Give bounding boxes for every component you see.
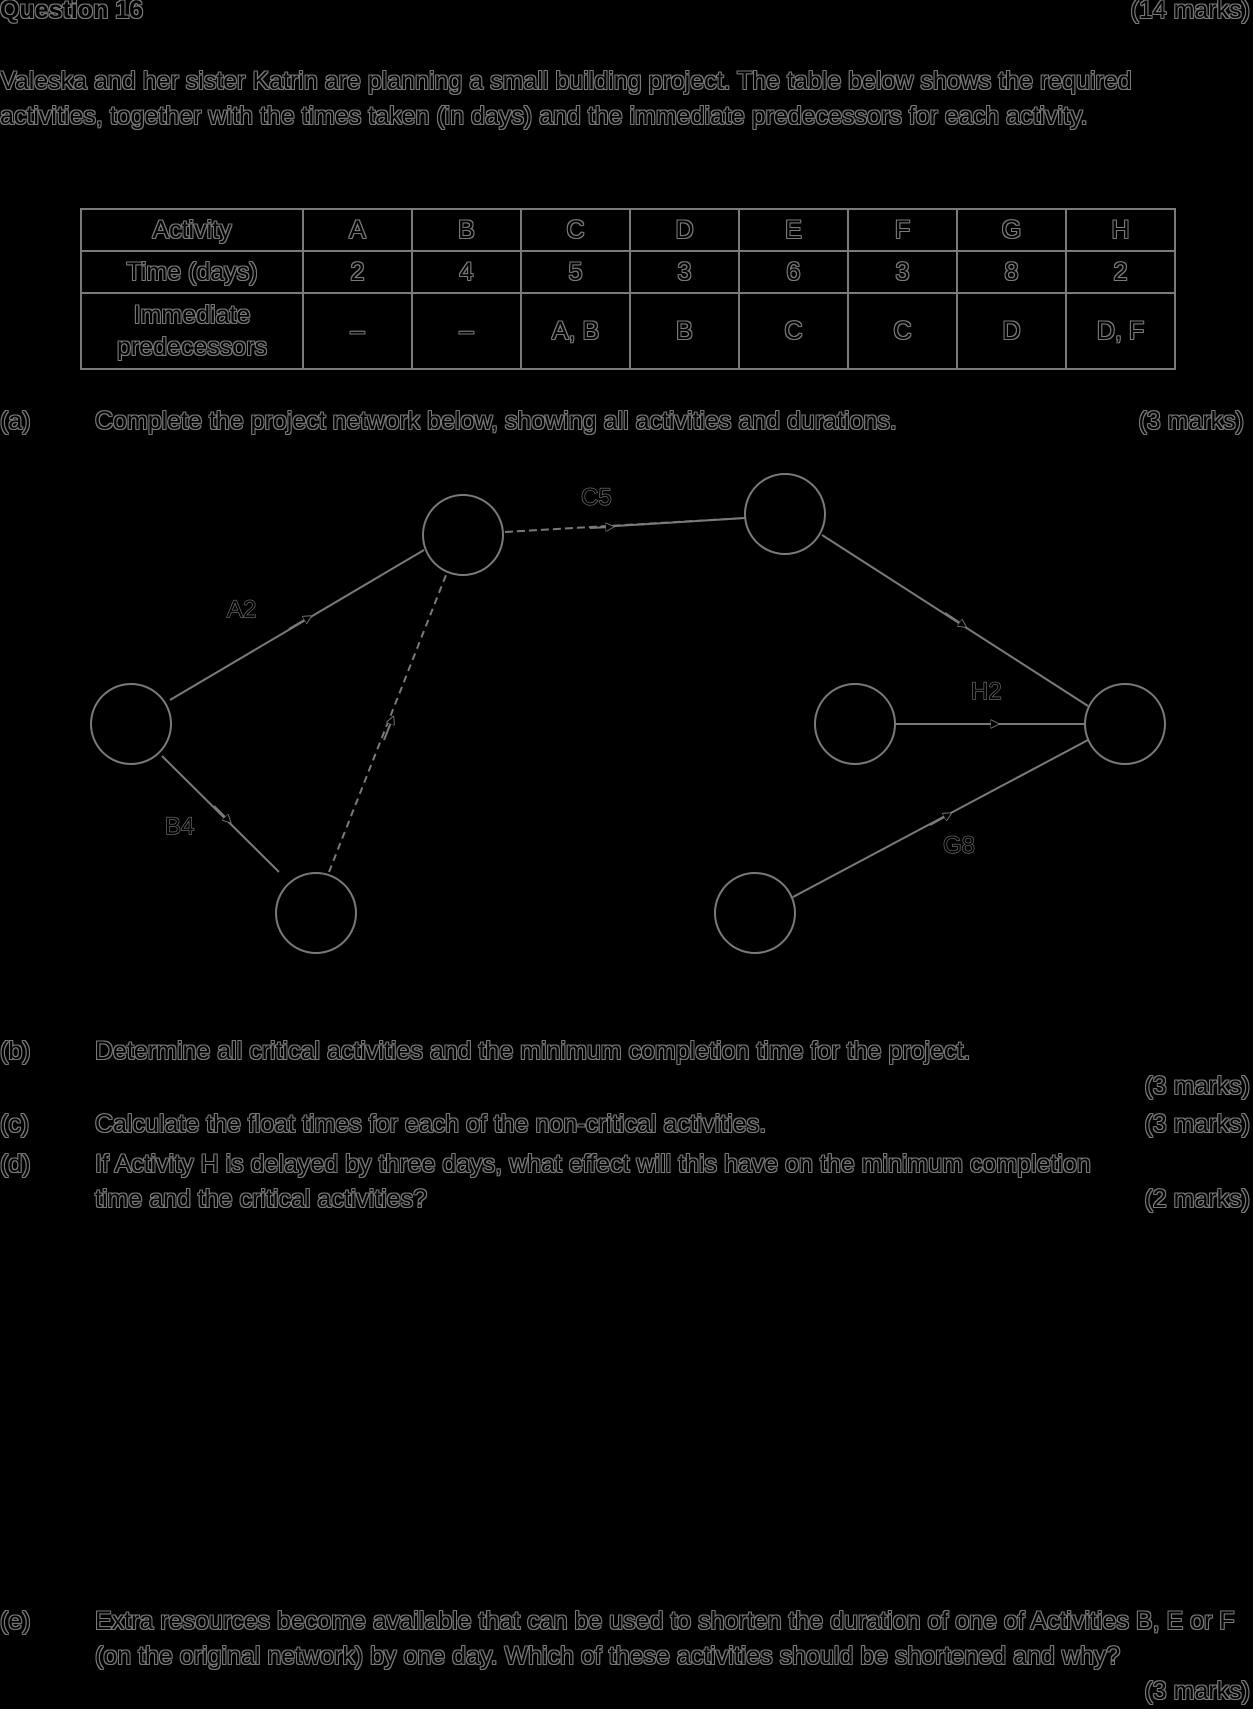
- part-a-text: Complete the project network below, show…: [95, 407, 897, 435]
- total-marks: (14 marks): [1130, 0, 1250, 24]
- part-e-label: (e): [0, 1607, 31, 1635]
- part-e-text: Extra resources become available that ca…: [95, 1607, 1235, 1670]
- part-b-label: (b): [0, 1037, 31, 1065]
- project-network-diagram: A2 B4 C5 H2 G8: [90, 473, 1166, 954]
- time-cell: 2: [302, 250, 413, 294]
- edge-label-b: B4: [165, 813, 194, 840]
- predecessor-cell: D: [956, 292, 1067, 370]
- part-d-text: If Activity H is delayed by three days, …: [95, 1150, 1091, 1213]
- row-header-predecessors: Immediate predecessors: [80, 292, 304, 370]
- part-c-marks: (3 marks): [1144, 1110, 1250, 1138]
- predecessor-cell: –: [411, 292, 522, 370]
- network-node-1: [90, 683, 172, 765]
- intro-paragraph: Valeska and her sister Katrin are planni…: [0, 67, 1132, 130]
- predecessor-cell: B: [629, 292, 740, 370]
- part-b-text: Determine all critical activities and th…: [95, 1037, 971, 1065]
- time-cell: 3: [629, 250, 740, 294]
- table-row-activity: Activity A B C D E F G H: [80, 208, 1176, 252]
- part-c-text: Calculate the float times for each of th…: [95, 1110, 767, 1138]
- edge-g-arrow: [929, 815, 948, 826]
- time-cell: 2: [1065, 250, 1176, 294]
- predecessor-cell: D, F: [1065, 292, 1176, 370]
- part-d-label: (d): [0, 1150, 31, 1178]
- row-header-time: Time (days): [80, 250, 304, 294]
- activity-cell: H: [1065, 208, 1176, 252]
- network-node-5: [814, 683, 896, 765]
- time-cell: 8: [956, 250, 1067, 294]
- time-cell: 4: [411, 250, 522, 294]
- network-node-4: [744, 473, 826, 555]
- edge-a-arrow: [288, 618, 308, 630]
- network-node-3: [275, 872, 357, 954]
- edge-label-c: C5: [581, 484, 612, 511]
- part-a-label: (a): [0, 407, 31, 435]
- activity-cell: G: [956, 208, 1067, 252]
- edge-c-arrow: [589, 527, 610, 528]
- time-cell: 5: [520, 250, 631, 294]
- edge-c-solid: [599, 517, 746, 528]
- predecessor-cell: C: [847, 292, 958, 370]
- edge-node4-node7-arrow: [944, 612, 963, 625]
- part-e-marks: (3 marks): [1144, 1677, 1250, 1705]
- table-row-time: Time (days) 2 4 5 3 6 3 8 2: [80, 250, 1176, 294]
- activity-cell: D: [629, 208, 740, 252]
- predecessor-cell: A, B: [520, 292, 631, 370]
- activity-cell: F: [847, 208, 958, 252]
- edge-b: [161, 755, 280, 873]
- network-node-7: [1084, 683, 1166, 765]
- time-cell: 6: [738, 250, 849, 294]
- activity-cell: A: [302, 208, 413, 252]
- edge-label-g: G8: [943, 832, 975, 859]
- edge-label-h: H2: [971, 678, 1002, 705]
- question-title: Question 16: [0, 0, 144, 24]
- network-node-6: [714, 872, 796, 954]
- part-b-marks: (3 marks): [1144, 1072, 1250, 1100]
- network-node-2: [422, 494, 504, 576]
- dummy-edge: [328, 574, 447, 873]
- predecessor-cell: –: [302, 292, 413, 370]
- dummy-edge-arrow: [383, 720, 392, 741]
- activity-table: Activity A B C D E F G H Time (days) 2 4…: [80, 208, 1176, 370]
- predecessor-cell: C: [738, 292, 849, 370]
- part-a-marks: (3 marks): [1138, 407, 1244, 435]
- table-row-predecessors: Immediate predecessors – – A, B B C C D …: [80, 292, 1176, 370]
- part-d-marks: (2 marks): [1144, 1185, 1250, 1213]
- edge-label-a: A2: [227, 596, 256, 623]
- edge-b-arrow: [213, 805, 228, 820]
- part-c-label: (c): [0, 1110, 30, 1138]
- time-cell: 3: [847, 250, 958, 294]
- row-header-activity: Activity: [80, 208, 304, 252]
- activity-cell: B: [411, 208, 522, 252]
- activity-cell: E: [738, 208, 849, 252]
- activity-cell: C: [520, 208, 631, 252]
